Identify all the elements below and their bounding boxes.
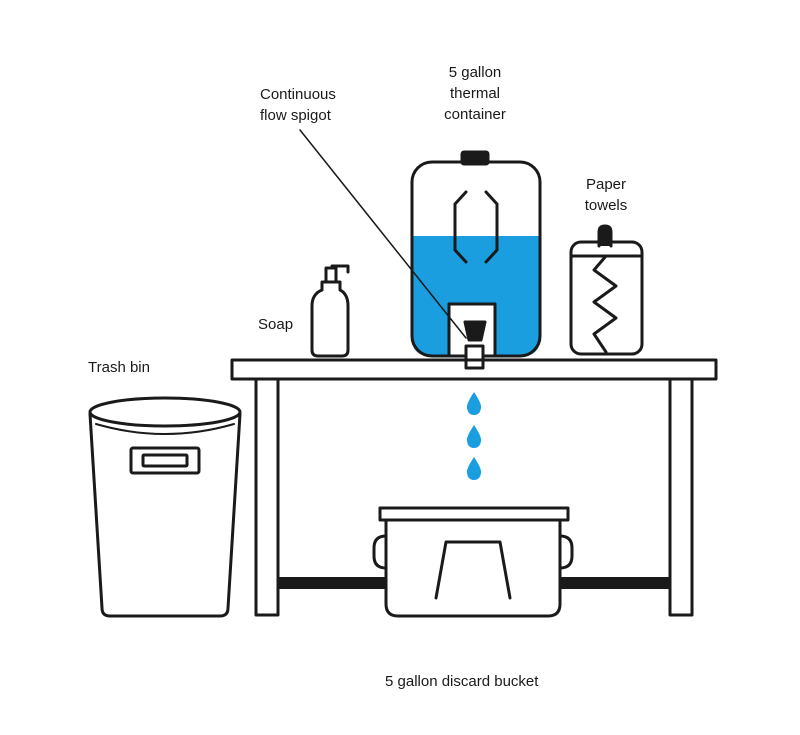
towel-edge-zigzag xyxy=(592,254,618,354)
label-thermal-line-2: thermal xyxy=(449,85,501,102)
label-spigot-line-2: flow spigot xyxy=(260,107,331,124)
container-water xyxy=(412,236,540,356)
label-soap: Soap xyxy=(258,316,294,333)
trash-bin-rim xyxy=(88,396,242,428)
table-leg-right xyxy=(668,377,694,617)
label-spigot: Continuous flow spigot xyxy=(260,84,336,126)
label-thermal-line-1: 5 gallon xyxy=(448,64,502,81)
soap-bottle xyxy=(310,264,350,358)
container-handle-left xyxy=(453,190,468,264)
table-leg-left xyxy=(254,377,280,617)
paper-towel-roll xyxy=(569,224,644,356)
discard-bucket xyxy=(372,506,574,618)
table-top xyxy=(230,358,718,381)
thermal-container xyxy=(410,150,542,370)
trash-bin xyxy=(88,396,242,618)
label-towels-line-2: towels xyxy=(584,197,628,214)
label-thermal-line-3: container xyxy=(444,106,506,123)
bucket-handle-right xyxy=(558,534,574,570)
spigot-leader-line xyxy=(299,129,467,339)
towel-roll xyxy=(569,240,644,356)
label-trash-bin: Trash bin xyxy=(88,359,150,376)
water-drops xyxy=(466,392,482,480)
bucket-lid xyxy=(378,506,570,522)
spigot-nozzle xyxy=(464,344,485,370)
label-spigot-line-1: Continuous xyxy=(260,86,336,103)
trash-bin-handle xyxy=(129,446,201,475)
bucket-handle-left xyxy=(372,534,388,570)
label-towels-line-1: Paper xyxy=(585,176,627,193)
container-handle-right xyxy=(484,190,499,264)
label-thermal-container: 5 gallon thermal container xyxy=(420,62,530,125)
trash-bin-body xyxy=(88,412,242,618)
label-discard-bucket: 5 gallon discard bucket xyxy=(385,673,539,690)
bucket-body xyxy=(384,516,562,618)
label-paper-towels: Paper towels xyxy=(566,174,646,216)
spigot-valve xyxy=(463,320,487,342)
bucket-grip xyxy=(434,540,512,600)
